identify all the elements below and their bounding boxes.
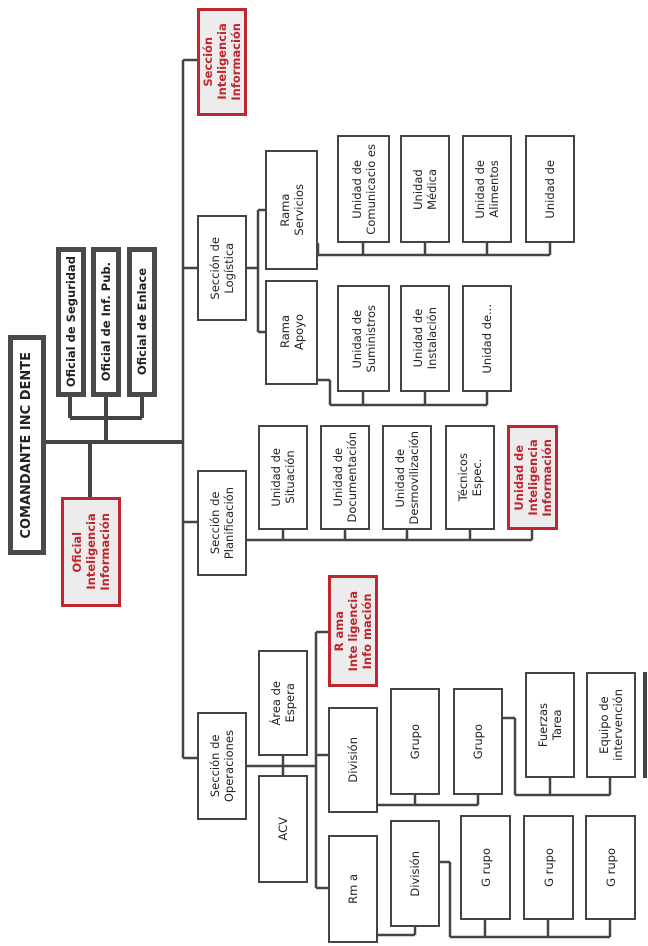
planning-section-box: Sección de Planificación <box>197 470 247 576</box>
unit-label: Unidad de Suministros <box>349 304 378 373</box>
section-label: Sección de Planificación <box>208 486 236 560</box>
group-label: G rupo <box>603 848 618 887</box>
intel-unit-box: Unidad de Inteligencia Información <box>507 425 558 530</box>
group-box: Grupo <box>390 688 440 795</box>
unit-box: Unidad Médica <box>400 135 450 243</box>
unit-box: Técnicos Espec. <box>445 425 495 530</box>
staff-label: Oficial de Enlace <box>135 268 149 376</box>
unit-label: Técnicos Espec. <box>456 453 484 502</box>
group-box: G rupo <box>585 815 636 920</box>
unit-box: Unidad de Suministros <box>337 285 390 392</box>
unit-box: Unidad de Instalación <box>400 285 450 392</box>
unit-label: Unidad de Desmovilización <box>393 430 421 525</box>
branch-label: Rama Servicios <box>277 184 306 236</box>
intel-officer-label: Oficial Inteligencia Información <box>70 513 112 591</box>
section-label: Sección de Operaciones <box>208 729 236 803</box>
staff-label: Oficial de Seguridad <box>64 256 78 388</box>
unit-box: Unidad de Alimentos <box>462 135 512 243</box>
division-label: División <box>408 850 422 897</box>
unit-label: Unidad de Documentación <box>331 432 359 523</box>
group-box: G rupo <box>523 815 574 920</box>
staff-label: Oficial de Inf. Pub. <box>99 262 113 382</box>
division-label: División <box>346 737 360 783</box>
section-label: Sección Inteligencia Información <box>201 23 243 101</box>
support-branch-box: Rama Apoyo <box>265 280 318 385</box>
intel-officer-box: Oficial Inteligencia Información <box>61 497 121 607</box>
acv-label: ACV <box>276 817 290 841</box>
group-label: Grupo <box>471 723 485 760</box>
staging-area-box: Área de Espera <box>258 650 308 756</box>
branch-label: Rama Apoyo <box>277 314 306 351</box>
division-box: División <box>390 820 440 927</box>
branch-label: R ama Inte ligencia Info mación <box>332 590 374 672</box>
unit-label: Unidad de Alimentos <box>473 159 501 219</box>
intel-section-box: Sección Inteligencia Información <box>197 8 247 116</box>
logistics-section-box: Sección de Logística <box>197 215 247 321</box>
unit-box: Unidad de... <box>462 285 512 392</box>
group-label: G rupo <box>541 848 556 887</box>
branch-box: Rm a <box>328 835 378 943</box>
group-label: Grupo <box>408 723 422 760</box>
unit-label: Unidad de Inteligencia Información <box>511 438 554 517</box>
unit-label: Unidad de <box>543 159 557 219</box>
unit-label: Unidad de... <box>480 303 494 374</box>
acv-box: ACV <box>258 775 308 883</box>
unit-label: Unidad de Comunicacio es <box>349 143 378 235</box>
services-branch-box: Rama Servicios <box>265 150 318 270</box>
incident-commander-label: COMANDANTE INC DENTE <box>19 351 34 539</box>
unit-box: Unidad de Comunicacio es <box>337 135 390 243</box>
operations-section-box: Sección de Operaciones <box>197 712 247 820</box>
division-box: División <box>328 707 378 813</box>
unit-label: Unidad Médica <box>411 168 439 210</box>
intervention-team-box: Equipo de intervención <box>586 672 636 778</box>
safety-officer-box: Oficial de Seguridad <box>56 247 86 397</box>
incident-commander-box: COMANDANTE INC DENTE <box>8 335 46 555</box>
liaison-officer-box: Oficial de Enlace <box>127 247 157 397</box>
task-force-box: Fuerzas Tarea <box>525 672 575 778</box>
group-box: Grupo <box>453 688 503 795</box>
unit-label: Unidad de Instalación <box>411 307 439 370</box>
unit-box: Unidad de Desmovilización <box>382 425 432 530</box>
intervention-team-label: Equipo de intervención <box>597 689 625 761</box>
group-label: G rupo <box>478 848 493 887</box>
task-force-label: Fuerzas Tarea <box>536 702 564 748</box>
unit-box: Unidad de Situación <box>258 425 308 530</box>
group-box: G rupo <box>460 815 511 920</box>
branch-label: Rm a <box>346 874 360 904</box>
unit-box: Unidad de <box>525 135 575 243</box>
staging-label: Área de Espera <box>269 680 297 726</box>
section-label: Sección de Logística <box>208 236 236 300</box>
public-info-officer-box: Oficial de Inf. Pub. <box>91 247 121 397</box>
unit-label: Unidad de Situación <box>269 448 297 507</box>
unit-box: Unidad de Documentación <box>320 425 370 530</box>
intel-branch-box: R ama Inte ligencia Info mación <box>328 575 378 687</box>
